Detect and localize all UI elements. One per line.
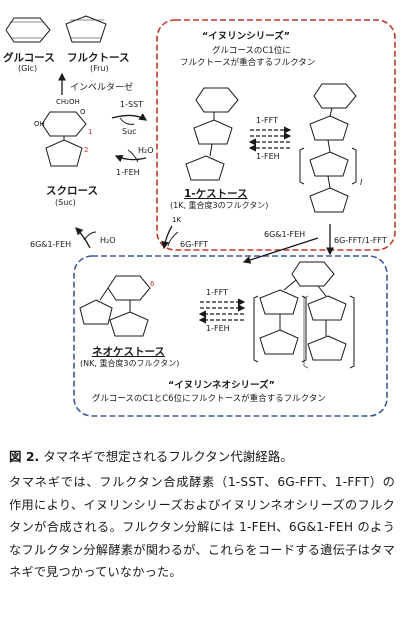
o-text: O <box>80 108 86 116</box>
caption-title: 図 2. タマネギで想定されるフルクタン代謝経路。 <box>9 447 395 467</box>
pathway-svg <box>5 15 396 417</box>
invertase-label: インベルターゼ <box>70 83 134 93</box>
h2o-left-label: H₂O <box>100 236 116 245</box>
glucose-structure <box>5 17 51 43</box>
i-mark: I <box>360 178 363 187</box>
neo-polymer-structure <box>253 261 355 369</box>
neokestose-label: ネオケストース <box>92 346 165 358</box>
fructose-abbr: (Fru) <box>90 64 109 73</box>
sucrose-structure <box>41 111 87 167</box>
sixg-fft-label: 6G-FFT <box>180 240 209 249</box>
inulin-title: “イヌリンシリーズ” <box>202 31 291 42</box>
inulin-exchange-arrows <box>248 126 292 152</box>
figure-caption: 図 2. タマネギで想定されるフルクタン代謝経路。 タマネギでは、フルクタン合成… <box>9 447 395 584</box>
neo-exchange-arrows <box>198 298 246 324</box>
oh-text: OH <box>34 120 45 128</box>
caption-title-prefix: 図 2. <box>9 449 40 464</box>
sixg-fft-right-label: 6G-FFT/1-FFT <box>334 236 387 245</box>
kestose-label: 1-ケストース <box>184 188 248 200</box>
feh-arrow <box>114 154 147 163</box>
one-k-label: 1K <box>172 216 182 224</box>
kestose-structure <box>185 87 239 181</box>
sucrose-abbr: (Suc) <box>55 198 76 207</box>
glucose-abbr: (Glc) <box>18 64 38 73</box>
glucose-label: グルコース <box>3 52 55 64</box>
sixg-feh-left-label: 6G&1-FEH <box>30 240 72 249</box>
inulin-series-box <box>156 19 396 251</box>
neo-title: “イヌリンネオシリーズ” <box>168 380 275 391</box>
fft-label: 1-FFT <box>256 116 278 125</box>
kestose-note: (1K, 重合度3のフルクタン) <box>170 201 269 210</box>
fructose-structure <box>65 15 107 43</box>
pathway-diagram: グルコース (Glc) フルクトース (Fru) インベルターゼ スクロース (… <box>3 15 396 417</box>
num2-text: 2 <box>84 146 89 154</box>
neokestose-structure <box>79 275 151 337</box>
sixg-feh-left-arrow <box>75 227 91 249</box>
num6-text: 6 <box>150 280 155 288</box>
neo-series-box <box>73 255 388 417</box>
fft-neo-label: 1-FFT <box>206 288 228 297</box>
feh-center-label: 1-FEH <box>256 152 280 161</box>
feh-label: 1-FEH <box>116 168 140 177</box>
inulin-desc-1: グルコースのC1位に <box>212 46 291 56</box>
sucrose-label: スクロース <box>46 185 98 197</box>
sst-label: 1-SST <box>120 100 144 109</box>
sst-arrow <box>111 113 148 121</box>
neokestose-note: (NK, 重合度3のフルクタン) <box>80 359 180 368</box>
sixg-feh-diag-arrow <box>242 237 319 264</box>
num1-text: 1 <box>88 128 93 136</box>
sixg-fft-arrow <box>161 225 173 250</box>
inulin-polymer-structure <box>299 83 357 213</box>
inulin-desc-2: フルクトースが重合するフルクタン <box>180 58 316 68</box>
neo-desc: グルコースのC1とC6位にフルクトースが重合するフルクタン <box>92 394 326 404</box>
caption-title-text: タマネギで想定されるフルクタン代謝経路。 <box>39 449 293 464</box>
h2o-label: H₂O <box>138 146 154 155</box>
caption-body: タマネギでは、フルクタン合成酵素（1-SST、6G-FFT、1-FFT）の作用に… <box>9 475 395 580</box>
feh-neo-label: 1-FEH <box>206 324 230 333</box>
ch2oh-text: CH₂OH <box>56 98 80 106</box>
suc-label: Suc <box>122 127 137 136</box>
fructose-label: フルクトース <box>67 52 130 64</box>
sixg-feh-diag-label: 6G&1-FEH <box>264 230 306 239</box>
